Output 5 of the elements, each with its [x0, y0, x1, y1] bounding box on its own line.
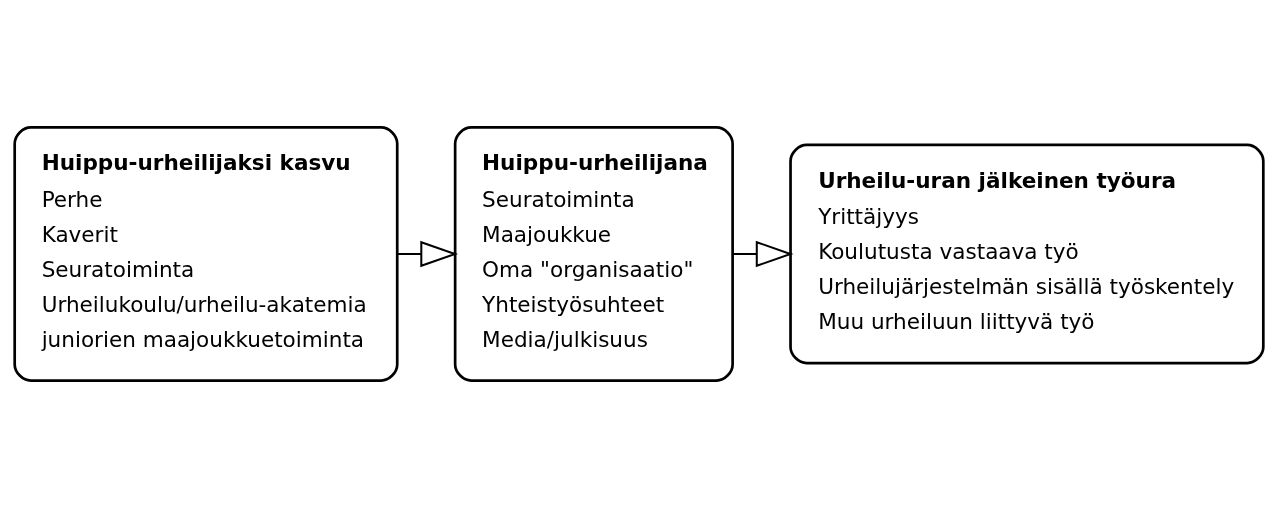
node-box: Urheilu-uran jälkeinen työura Yrittäjyys Koulutusta vastaava työ Urheilujärjestelmän sisällä työskentely Muu urheiluun liittyvä työ	[789, 143, 1265, 365]
node-box: Huippu-urheilijana Seuratoiminta Maajoukkue Oma "organisaatio" Yhteistyösuhteet Media/julkisuus	[453, 126, 734, 382]
arrow	[397, 240, 459, 268]
node-box: Huippu-urheilijaksi kasvu Perhe Kaverit Seuratoiminta Urheilukoulu/urheilu-akatemia juniorien maajoukkuetoiminta	[13, 126, 399, 382]
arrow	[733, 240, 794, 268]
